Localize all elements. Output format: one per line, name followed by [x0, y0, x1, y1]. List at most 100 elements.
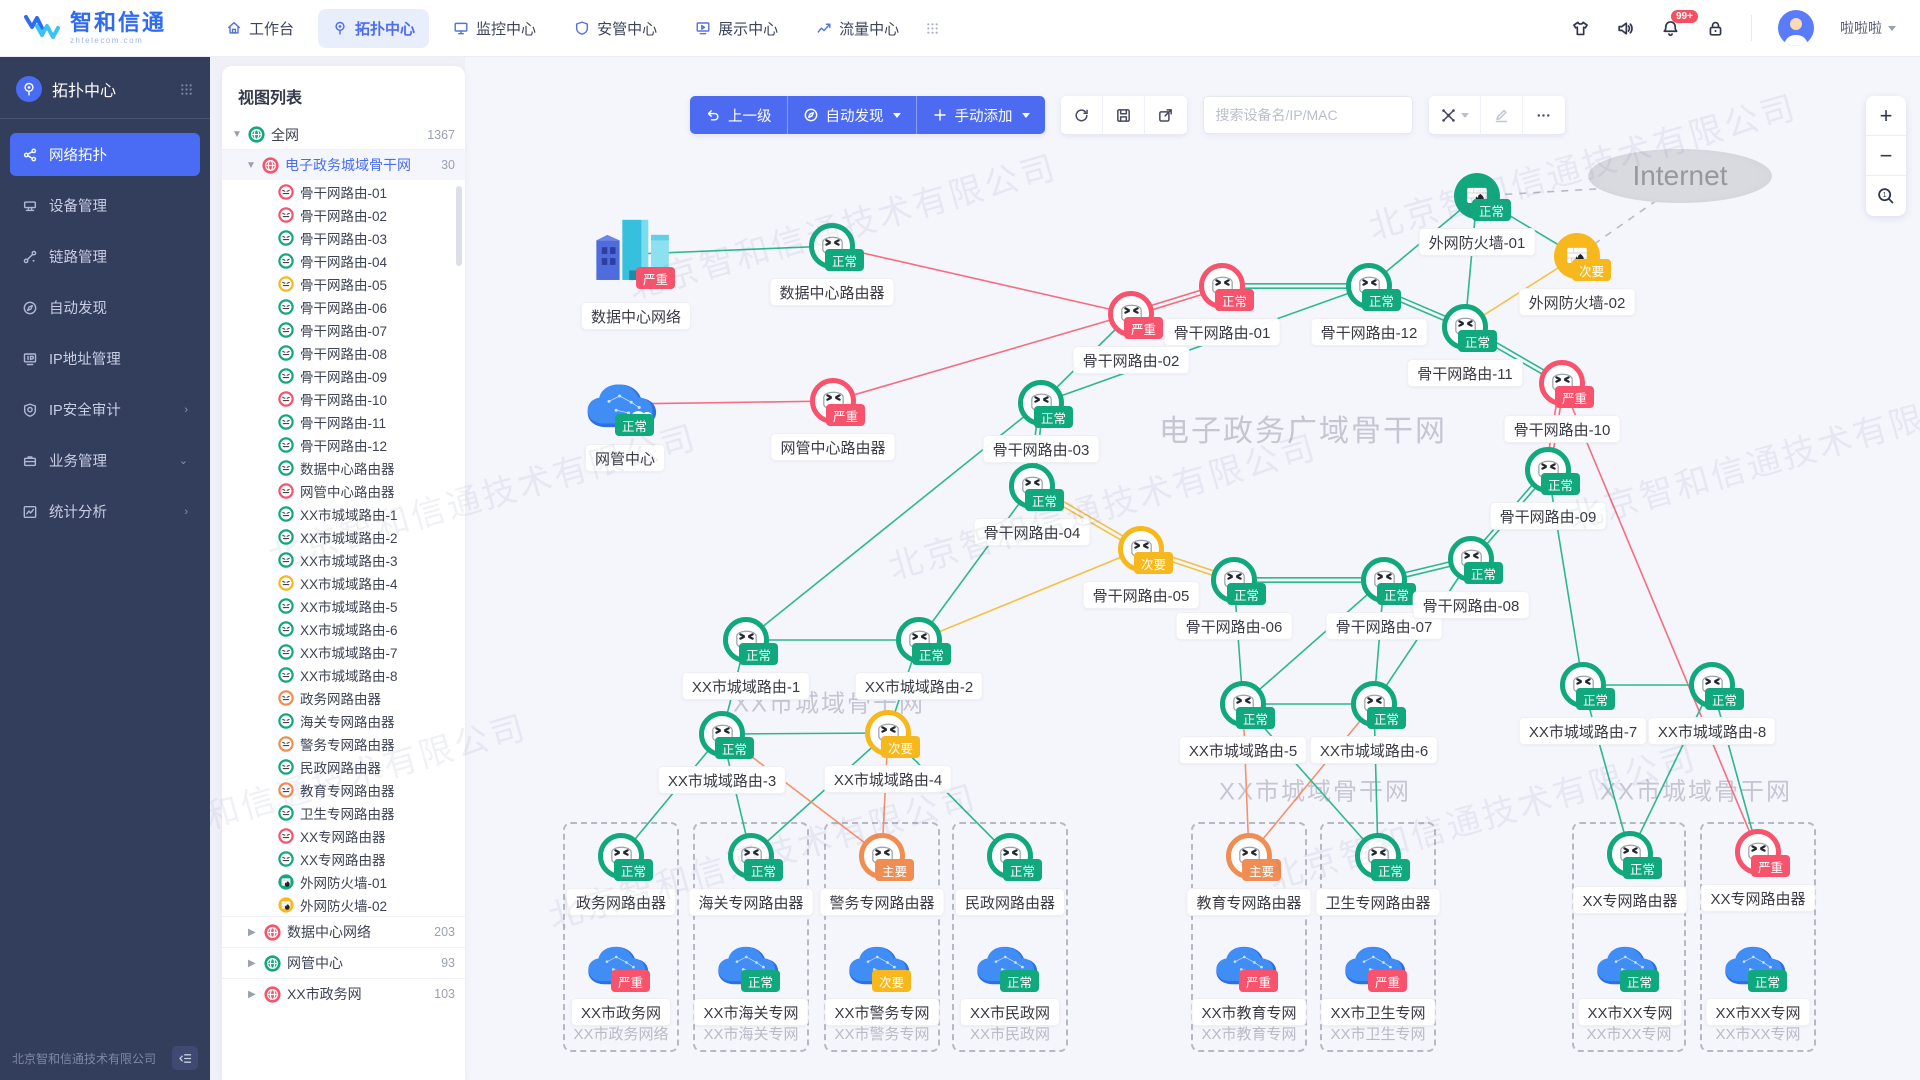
- tree-device-15[interactable]: XX市城域路由-1: [222, 502, 465, 525]
- sidebar-item-6[interactable]: IP安全审计›: [10, 388, 200, 431]
- nav-item-6[interactable]: 流量中心: [802, 9, 913, 48]
- tree-device-30[interactable]: XX专网路由器: [222, 847, 465, 870]
- nav-item-1[interactable]: 工作台: [212, 9, 308, 48]
- topo-node-dcr[interactable]: 正常: [809, 223, 865, 271]
- topo-node-bb01[interactable]: 正常: [1199, 263, 1255, 311]
- topo-node-cy7[interactable]: 正常: [1560, 662, 1616, 710]
- tree-device-27[interactable]: 教育专网路由器: [222, 778, 465, 801]
- topo-node-cy8[interactable]: 正常: [1689, 662, 1745, 710]
- tree-device-4[interactable]: 骨干网路由-04: [222, 249, 465, 272]
- tree-device-29[interactable]: XX专网路由器: [222, 824, 465, 847]
- topo-node-r3[interactable]: 主要: [859, 833, 915, 881]
- lock-icon[interactable]: [1706, 19, 1725, 38]
- topo-node-cy1[interactable]: 正常: [723, 617, 779, 665]
- topo-node-cy5[interactable]: 正常: [1220, 681, 1276, 729]
- tree-device-24[interactable]: 海关专网路由器: [222, 709, 465, 732]
- tree-device-12[interactable]: 骨干网路由-12: [222, 433, 465, 456]
- topo-node-c8[interactable]: 正常: [1720, 936, 1796, 992]
- topo-node-r4[interactable]: 正常: [987, 833, 1043, 881]
- topo-node-c6[interactable]: 严重: [1340, 936, 1416, 992]
- zoom-reset-button[interactable]: 1: [1866, 176, 1906, 216]
- avatar[interactable]: [1778, 10, 1814, 46]
- topo-node-cy3[interactable]: 正常: [699, 711, 755, 759]
- topo-node-r5[interactable]: 主要: [1226, 833, 1282, 881]
- topo-node-c7[interactable]: 正常: [1592, 936, 1668, 992]
- tree-device-2[interactable]: 骨干网路由-02: [222, 203, 465, 226]
- sidebar-item-3[interactable]: 链路管理: [10, 235, 200, 278]
- scrollbar[interactable]: [456, 186, 462, 266]
- tree-device-6[interactable]: 骨干网路由-06: [222, 295, 465, 318]
- nav-item-4[interactable]: 安管中心: [560, 9, 671, 48]
- topo-node-bb09[interactable]: 正常: [1525, 447, 1581, 495]
- topo-node-bb10[interactable]: 严重: [1539, 360, 1595, 408]
- sidebar-item-8[interactable]: 统计分析›: [10, 490, 200, 533]
- tree-device-28[interactable]: 卫生专网路由器: [222, 801, 465, 824]
- topo-node-c3[interactable]: 次要: [844, 936, 920, 992]
- topo-node-bb05[interactable]: 次要: [1118, 526, 1174, 574]
- topo-node-nmc[interactable]: 正常: [581, 372, 669, 436]
- theme-icon[interactable]: [1571, 19, 1590, 38]
- apps-grid-icon[interactable]: [179, 82, 194, 97]
- topo-node-fw02[interactable]: 次要: [1554, 233, 1612, 281]
- topo-node-bb08[interactable]: 正常: [1448, 536, 1504, 584]
- nav-item-3[interactable]: 监控中心: [439, 9, 550, 48]
- zoom-out-button[interactable]: −: [1866, 136, 1906, 176]
- topo-node-c1[interactable]: 严重: [583, 936, 659, 992]
- topo-node-cy6[interactable]: 正常: [1351, 681, 1407, 729]
- topo-node-r1[interactable]: 正常: [598, 833, 654, 881]
- topo-node-c4[interactable]: 正常: [972, 936, 1048, 992]
- tree-device-21[interactable]: XX市城域路由-7: [222, 640, 465, 663]
- tree-device-10[interactable]: 骨干网路由-10: [222, 387, 465, 410]
- tree-device-25[interactable]: 警务专网路由器: [222, 732, 465, 755]
- sidebar-item-7[interactable]: 业务管理⌄: [10, 439, 200, 482]
- sidebar-item-5[interactable]: IP地址管理: [10, 337, 200, 380]
- nav-item-5[interactable]: 展示中心: [681, 9, 792, 48]
- sidebar-item-2[interactable]: 设备管理: [10, 184, 200, 227]
- tree-device-23[interactable]: 政务网路由器: [222, 686, 465, 709]
- sidebar-item-4[interactable]: 自动发现: [10, 286, 200, 329]
- user-menu[interactable]: 啦啦啦: [1840, 18, 1896, 38]
- tree-device-13[interactable]: 数据中心路由器: [222, 456, 465, 479]
- topo-node-bb06[interactable]: 正常: [1211, 557, 1267, 605]
- zoom-in-button[interactable]: +: [1866, 96, 1906, 136]
- tree-device-18[interactable]: XX市城域路由-4: [222, 571, 465, 594]
- tree-device-31[interactable]: 外网防火墙-01: [222, 870, 465, 893]
- tree-device-26[interactable]: 民政网路由器: [222, 755, 465, 778]
- topo-node-c5[interactable]: 严重: [1211, 936, 1287, 992]
- more-apps-icon[interactable]: [925, 21, 940, 36]
- layout-button[interactable]: [1428, 96, 1481, 134]
- tree-device-14[interactable]: 网管中心路由器: [222, 479, 465, 502]
- tree-device-7[interactable]: 骨干网路由-07: [222, 318, 465, 341]
- topo-node-cy4[interactable]: 次要: [865, 710, 921, 758]
- sound-icon[interactable]: [1616, 19, 1635, 38]
- tree-device-19[interactable]: XX市城域路由-5: [222, 594, 465, 617]
- tree-device-11[interactable]: 骨干网路由-11: [222, 410, 465, 433]
- tree-device-17[interactable]: XX市城域路由-3: [222, 548, 465, 571]
- export-button[interactable]: [1144, 96, 1187, 134]
- refresh-button[interactable]: [1060, 96, 1103, 134]
- topo-node-r2[interactable]: 正常: [728, 833, 784, 881]
- auto-discover-button[interactable]: 自动发现: [787, 96, 917, 134]
- tree-device-32[interactable]: 外网防火墙-02: [222, 893, 465, 916]
- tree-device-20[interactable]: XX市城域路由-6: [222, 617, 465, 640]
- up-level-button[interactable]: 上一级: [690, 96, 788, 134]
- save-button[interactable]: [1102, 96, 1145, 134]
- sidebar-item-1[interactable]: 网络拓扑: [10, 133, 200, 176]
- topo-node-c2[interactable]: 正常: [713, 936, 789, 992]
- collapse-sidebar-button[interactable]: [172, 1046, 198, 1070]
- tree-device-22[interactable]: XX市城域路由-8: [222, 663, 465, 686]
- nav-item-2[interactable]: 拓扑中心: [318, 8, 430, 48]
- tree-device-1[interactable]: 骨干网路由-01: [222, 180, 465, 203]
- tree-device-3[interactable]: 骨干网路由-03: [222, 226, 465, 249]
- more-button[interactable]: [1522, 96, 1565, 134]
- search-input[interactable]: [1202, 96, 1413, 134]
- topo-node-bb03[interactable]: 正常: [1018, 380, 1074, 428]
- tree-device-9[interactable]: 骨干网路由-09: [222, 364, 465, 387]
- tree-device-16[interactable]: XX市城域路由-2: [222, 525, 465, 548]
- topo-node-r8[interactable]: 严重: [1735, 829, 1791, 877]
- notifications-icon[interactable]: 99+: [1661, 9, 1698, 38]
